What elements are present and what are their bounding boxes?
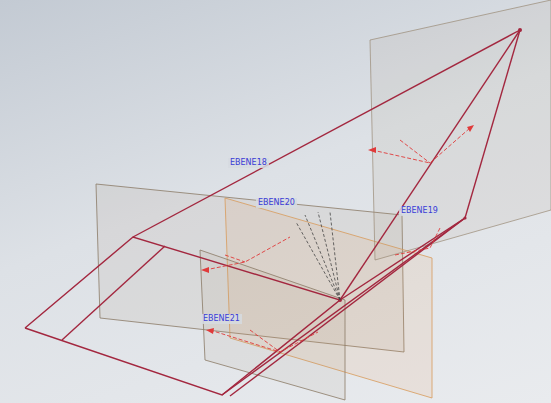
plane-label: EBENE21 (201, 314, 242, 324)
edge-line (25, 237, 340, 395)
edge-line (230, 218, 465, 396)
edge-line (133, 30, 520, 237)
edge-line (340, 218, 465, 300)
plane-label: EBENE18 (228, 158, 269, 168)
edge-line (62, 246, 165, 340)
plane-label: EBENE20 (256, 198, 297, 208)
edge-line (465, 30, 520, 218)
plane-label: EBENE19 (399, 206, 440, 216)
edge-line (340, 30, 520, 300)
edge-line (222, 218, 465, 395)
